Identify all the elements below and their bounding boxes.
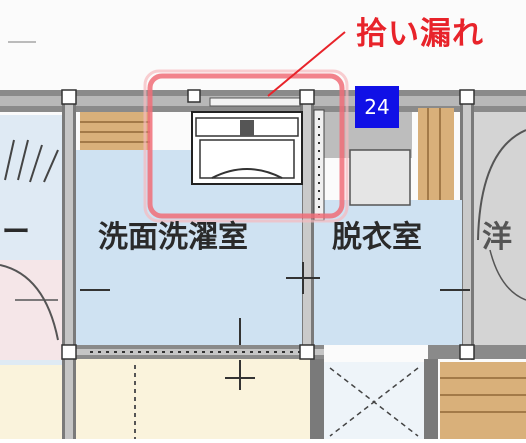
dressing-room-label: 脱衣室 (332, 220, 422, 255)
washroom-label: 洗面洗濯室 (98, 220, 248, 255)
callout-pointer (267, 31, 346, 97)
callout-text: 拾い漏れ (356, 16, 484, 52)
page-number-badge: 24 (355, 86, 399, 128)
left-room-label: ー (2, 215, 31, 248)
highlight-box (147, 73, 345, 219)
right-room-label: 洋 (482, 220, 512, 255)
dressing-room-area (314, 200, 462, 345)
